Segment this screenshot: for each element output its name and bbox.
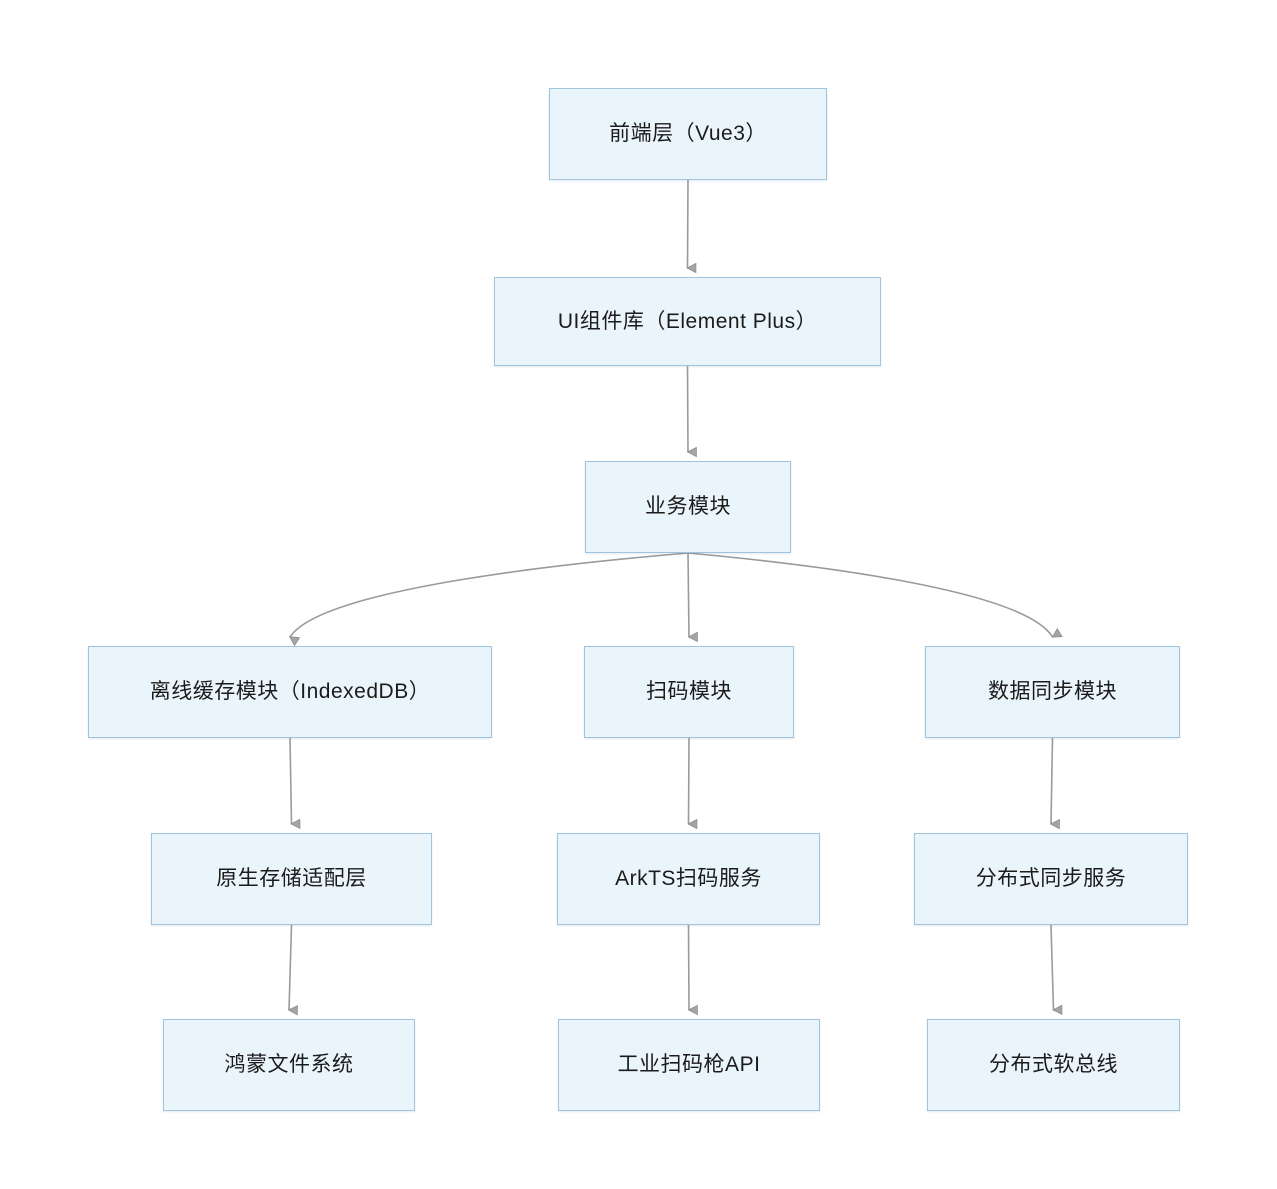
node-label: UI组件库（Element Plus） [557,309,818,333]
edge-offline-to-storage [289,737,292,824]
node-label: 前端层（Vue3） [609,122,767,146]
edge-uikit-to-business [686,365,689,452]
edge-business-to-datasync [687,552,1053,637]
node-arkts[interactable]: ArkTS扫码服务 [557,833,820,925]
node-label: 分布式软总线 [989,1053,1118,1077]
node-scan[interactable]: 扫码模块 [584,646,794,738]
node-scannerapi[interactable]: 工业扫码枪API [558,1019,820,1111]
node-label: 工业扫码枪API [617,1053,761,1077]
node-softbus[interactable]: 分布式软总线 [927,1019,1180,1111]
node-label: ArkTS扫码服务 [615,867,762,891]
edge-scan-to-arkts [689,737,690,824]
node-distsync[interactable]: 分布式同步服务 [914,833,1188,925]
node-business[interactable]: 业务模块 [585,461,791,553]
node-label: 原生存储适配层 [216,867,367,891]
node-label: 鸿蒙文件系统 [224,1053,354,1077]
edge-storage-to-harmonyfs [289,924,292,1010]
node-frontend[interactable]: 前端层（Vue3） [549,88,827,180]
edge-arkts-to-scannerapi [687,924,690,1010]
node-offline[interactable]: 离线缓存模块（IndexedDB） [88,646,492,738]
node-harmonyfs[interactable]: 鸿蒙文件系统 [163,1019,415,1111]
node-uikit[interactable]: UI组件库（Element Plus） [494,277,881,366]
edge-datasync-to-distsync [1051,737,1053,824]
node-label: 分布式同步服务 [975,867,1127,891]
node-label: 业务模块 [645,495,731,519]
edge-business-to-offline [290,552,689,637]
node-label: 扫码模块 [646,680,732,704]
node-label: 离线缓存模块（IndexedDB） [149,680,431,704]
node-label: 数据同步模块 [988,680,1117,704]
edge-distsync-to-softbus [1050,924,1054,1010]
node-datasync[interactable]: 数据同步模块 [925,646,1180,738]
edge-frontend-to-uikit [688,179,689,268]
node-storage[interactable]: 原生存储适配层 [151,833,432,925]
edge-business-to-scan [687,552,689,637]
